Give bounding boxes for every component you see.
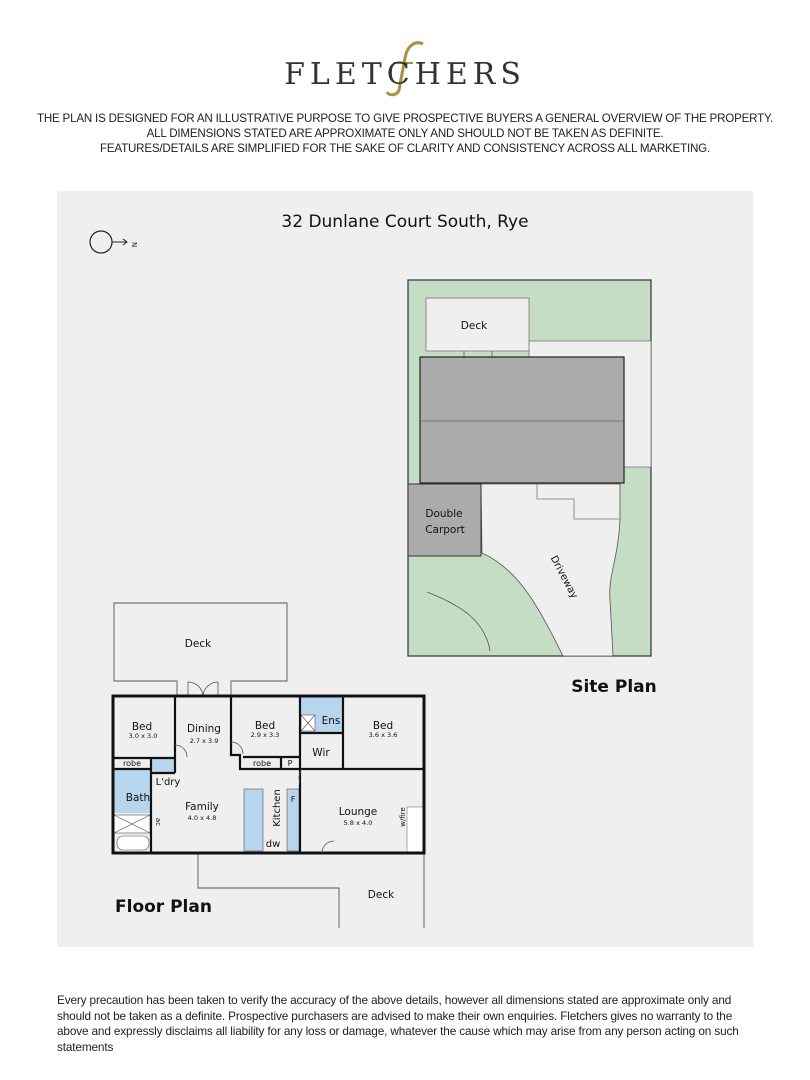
fireplace [406, 806, 424, 853]
room-wir-label: Wir [312, 747, 330, 759]
room-dining-label: Dining [187, 723, 221, 735]
floor-plan: Deck Deck Bed 3.0 x 3.0 Dining 2.7 x 3.9… [111, 602, 426, 928]
double-carport [407, 483, 482, 557]
laundry-label: L'dry [156, 777, 181, 788]
room-dims: 3.0 x 3.0 [129, 732, 158, 740]
rear-deck-label: Deck [185, 638, 212, 650]
carport-label: Double [425, 508, 462, 520]
room-bed-label: Bed [373, 720, 393, 732]
laundry-area [152, 759, 175, 773]
kitchen-label: Kitchen [272, 789, 283, 827]
site-deck-label: Deck [461, 320, 488, 332]
footer-disclaimer: Every precaution has been taken to verif… [57, 993, 739, 1054]
dishwasher-label: dw [266, 839, 281, 850]
bath-area [114, 770, 151, 813]
plan-disclaimer: THE PLAN IS DESIGNED FOR AN ILLUSTRATIVE… [0, 111, 810, 156]
rear-deck [113, 602, 288, 696]
doors [174, 741, 335, 854]
site-plan: Deck Double Carport Driveway Site Plan [407, 279, 657, 697]
driveway-area [480, 483, 621, 657]
exterior-walls [111, 694, 426, 855]
ac-label: ac [154, 818, 162, 826]
room-bed-label: Bed [132, 721, 152, 733]
room-dims: 3.6 x 3.6 [369, 731, 398, 739]
fletchers-logo: FLETCHERS [284, 41, 526, 97]
notice-line: ALL DIMENSIONS STATED ARE APPROXIMATE ON… [146, 127, 664, 140]
room-family-label: Family [185, 801, 219, 813]
garden-edge [426, 591, 491, 652]
bathtub [116, 835, 150, 851]
room-ensuite-label: Ens [322, 715, 341, 727]
french-doors [187, 681, 219, 697]
bath-label: Bath [126, 792, 150, 804]
robe-label: robe [253, 759, 271, 768]
carport-label: Carport [425, 524, 465, 536]
room-dims: 4.0 x 4.8 [188, 814, 217, 822]
north-arrow-icon: N [89, 230, 138, 254]
brand-logo: FLETCHERS [0, 38, 810, 103]
address-title: 32 Dunlane Court South, Rye [281, 212, 528, 232]
north-label: N [130, 242, 138, 247]
robe-label: robe [123, 759, 141, 768]
fridge-label: F [291, 795, 296, 804]
site-plan-title: Site Plan [571, 677, 657, 697]
room-dims: 5.8 x 4.0 [344, 819, 373, 827]
room-bed-label: Bed [255, 720, 275, 732]
pantry-label: P [288, 759, 293, 768]
front-deck [197, 853, 425, 928]
room-dims: 2.9 x 3.3 [251, 731, 280, 739]
fireplace-label: w/fire [399, 807, 407, 827]
room-dims: 2.7 x 3.9 [190, 737, 219, 745]
site-deck [425, 297, 530, 352]
front-deck-label: Deck [368, 889, 395, 901]
notice-line: THE PLAN IS DESIGNED FOR AN ILLUSTRATIVE… [36, 112, 774, 125]
svg-text:FLETCHERS: FLETCHERS [284, 57, 526, 92]
steps [536, 484, 620, 520]
notice-line: FEATURES/DETAILS ARE SIMPLIFIED FOR THE … [100, 142, 710, 155]
room-lounge-label: Lounge [339, 806, 378, 818]
floor-plan-title: Floor Plan [115, 897, 212, 917]
kitchen-island [243, 788, 264, 852]
interior-walls [113, 696, 424, 853]
house-roof [419, 356, 625, 484]
